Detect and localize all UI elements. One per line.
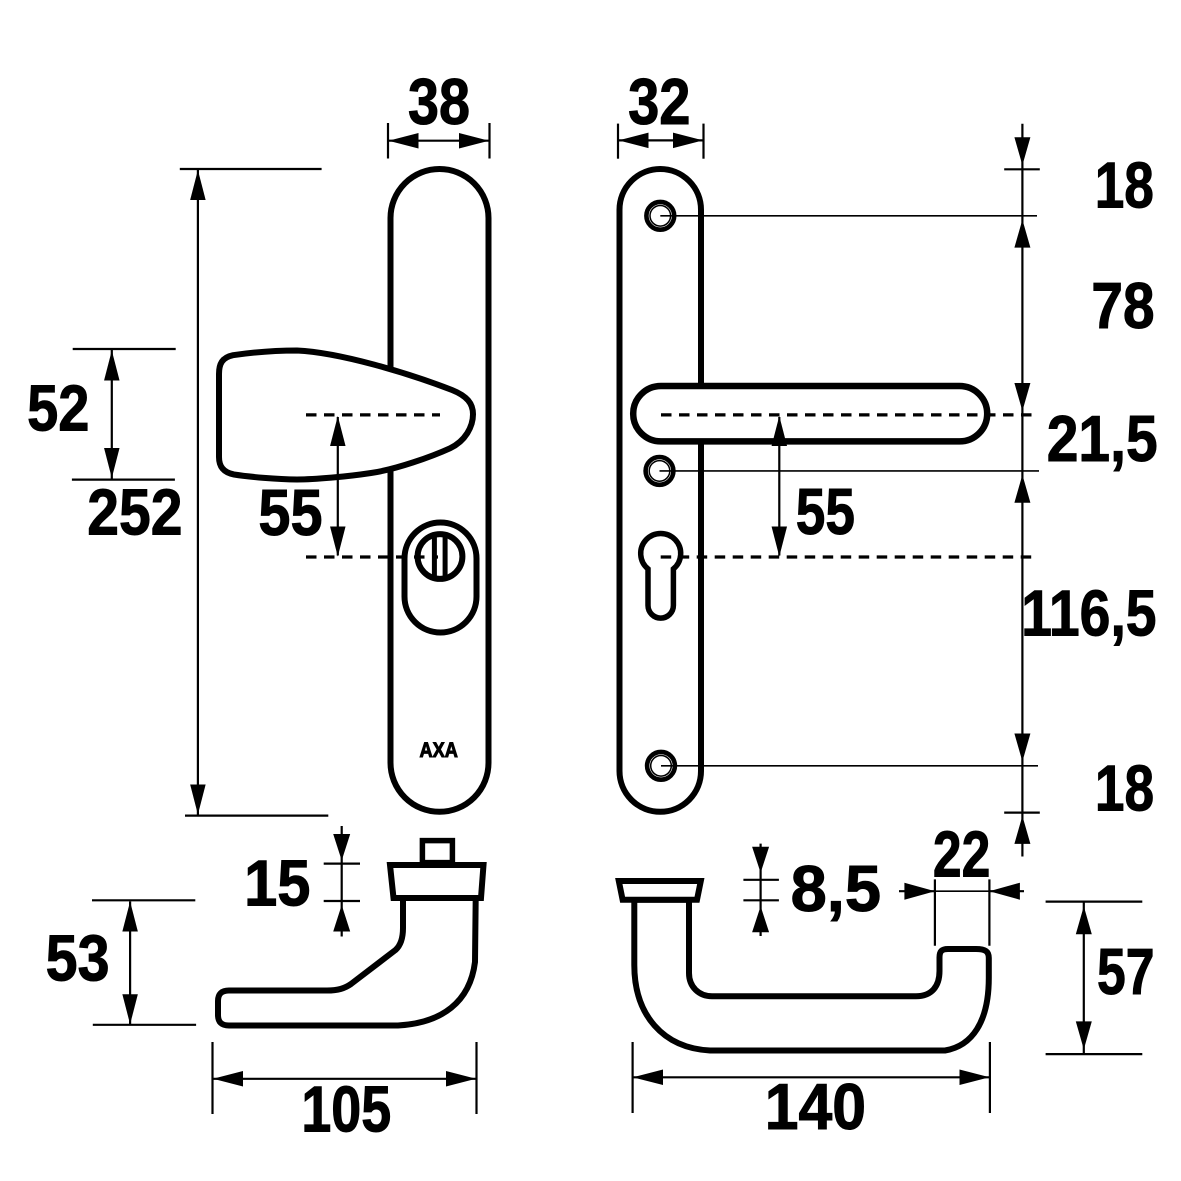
svg-text:21,5: 21,5: [1047, 403, 1158, 475]
svg-text:52: 52: [27, 373, 89, 445]
svg-text:55: 55: [796, 476, 855, 548]
svg-text:116,5: 116,5: [1021, 578, 1156, 650]
svg-text:53: 53: [46, 922, 110, 994]
svg-text:8,5: 8,5: [791, 853, 881, 925]
svg-text:32: 32: [628, 66, 690, 138]
svg-text:38: 38: [408, 66, 470, 138]
svg-text:105: 105: [301, 1073, 391, 1145]
svg-text:22: 22: [933, 819, 991, 891]
svg-text:252: 252: [87, 476, 182, 548]
svg-text:140: 140: [765, 1071, 866, 1143]
svg-text:18: 18: [1095, 753, 1154, 825]
svg-text:18: 18: [1095, 150, 1154, 222]
svg-text:55: 55: [258, 477, 322, 549]
svg-text:15: 15: [244, 848, 310, 920]
svg-text:78: 78: [1091, 270, 1154, 342]
svg-text:AXA: AXA: [420, 739, 458, 762]
svg-text:57: 57: [1097, 936, 1155, 1008]
